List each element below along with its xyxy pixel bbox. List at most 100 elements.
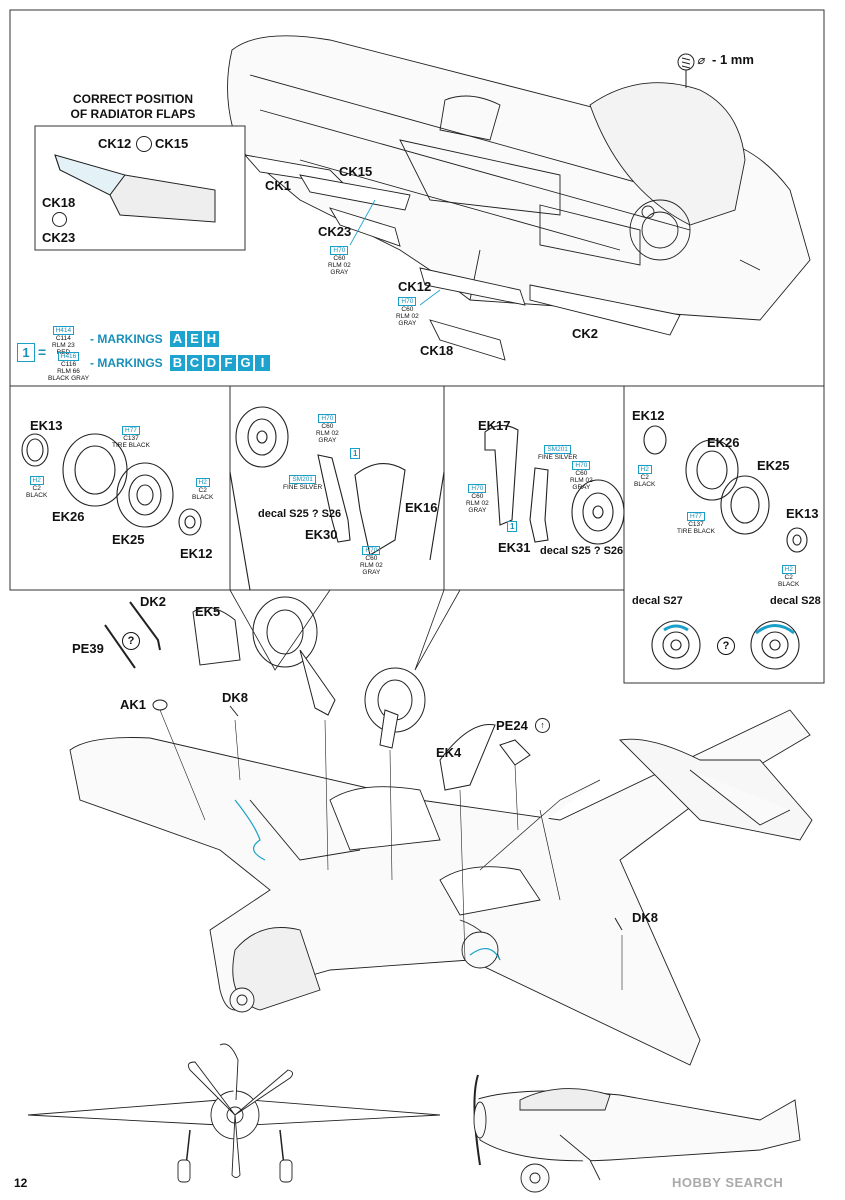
inset-label-ck15: CK15 [155,136,189,151]
paint-code: H70 [468,484,487,493]
decal-s28: decal S28 [770,595,821,607]
right-wheel-panel-frame [623,385,825,684]
blue-guide-lines [234,799,501,961]
leg-r-paint-number: 1 [507,521,518,532]
paint-line3: GRAY [572,484,591,491]
paint-callout-top-b: H70 C60 RLM 02 GRAY [396,297,419,327]
paint-code: H414 [52,326,75,335]
right-wheel-parts [643,425,808,670]
inset-label-ck12: CK12 [98,136,132,151]
paint-line1: C60 [575,470,588,477]
cement-icon [136,136,152,152]
right-part-ek26: EK26 [707,435,740,450]
bottom-parts [104,596,623,931]
paint-code: H70 [362,546,381,555]
left-part-ek13: EK13 [30,418,63,433]
paint-code: H416 [57,352,80,361]
paint-line1: C60 [321,423,334,430]
question-icon-2: ? [122,632,140,650]
part-pe39: PE39 [72,641,104,656]
part-ak1: AK1 [120,697,147,712]
part-dk8-a: DK8 [222,690,249,705]
paint-line2: BLACK [26,492,48,499]
paint-code: H70 [330,246,349,255]
paint-callout-leg-r-h70a: H70 C60 RLM 02 GRAY [570,461,593,491]
front-view-aircraft [27,1043,441,1183]
paint-code: SM201 [289,475,316,484]
legend-row2-label: - MARKINGS [90,356,163,370]
paint-line2: TIRE BLACK [677,528,715,535]
paint-callout-leg-l-sm201: SM201 FINE SILVER [283,475,322,491]
legend-row1-label: - MARKINGS [90,332,163,346]
part-ek4: EK4 [436,745,462,760]
paint-code: H2 [29,476,44,485]
paint-code: H77 [687,512,705,521]
leg-r-decal: decal S25 ? S26 [540,545,624,557]
marking-letter: F [221,355,236,371]
radiator-title: CORRECT POSITION OF RADIATOR FLAPS [48,92,218,122]
part-ck15: CK15 [339,164,373,179]
paint-line3: GRAY [468,507,487,514]
right-part-ek12: EK12 [632,408,665,423]
part-ek17: EK17 [478,418,511,433]
part-ek16: EK16 [405,500,438,515]
paint-line1: FINE SILVER [283,484,323,491]
part-dk8-b: DK8 [632,910,659,925]
marking-letter: G [238,355,253,371]
marking-letter: B [170,355,185,371]
marking-letter: C [187,355,202,371]
cement-icon-2 [52,212,67,227]
page-number: 12 [14,1176,28,1190]
left-wheel-parts [21,433,202,536]
marking-letter: H [204,331,219,347]
top-radiator-flaps [243,154,681,361]
paint-line2: RLM 02 [360,562,383,569]
part-ek30: EK30 [305,527,338,542]
paint-callout-r-h2b: H2 C2 BLACK [778,565,799,588]
paint-callout-h2-a: H2 C2 BLACK [26,476,47,499]
paint-code: H70 [398,297,417,306]
top-paint-leaders [349,199,441,306]
paint-callout-leg-l-h70b: H70 C60 RLM 02 GRAY [360,546,383,576]
part-ek5: EK5 [195,604,221,619]
paint-callout-h77: H77 C137 TIRE BLACK [112,426,150,449]
right-leg-parts [484,424,625,545]
callout-lines [159,589,623,990]
paint-line2: RLM 23 [52,342,75,349]
paint-line2: RLM 02 [328,262,351,269]
paint-callout-top-a: H70 C60 RLM 02 GRAY [328,246,351,276]
part-ek31: EK31 [498,540,531,555]
question-icon: ? [717,637,735,655]
paint-line2: BLACK [778,581,800,588]
paint-line3: BLACK GRAY [48,375,90,382]
diameter-icon: ⌀ [697,53,705,67]
paint-line2: RLM 66 [57,368,80,375]
part-ck23: CK23 [318,224,352,239]
part-dk2: DK2 [140,594,167,609]
paint-line3: GRAY [318,437,337,444]
paint-line2: BLACK [192,494,214,501]
paint-line2: RLM 02 [396,313,419,320]
paint-line1: C2 [198,487,207,494]
drill-symbol [677,53,695,88]
radiator-title-line1: CORRECT POSITION [72,92,193,106]
paint-code: H70 [318,414,337,423]
paint-line1: C2 [784,574,793,581]
top-wing-drawing [227,35,811,321]
part-pe24: PE24 [496,718,528,733]
paint-line2: RLM 02 [466,500,489,507]
right-part-ek13: EK13 [786,506,819,521]
left-part-ek26: EK26 [52,509,85,524]
paint-line1: C114 [55,335,71,342]
paint-line1: C60 [401,306,414,313]
paint-line1: FINE SILVER [538,454,578,461]
marking-letter: D [204,355,219,371]
paint-line2: RLM 02 [570,477,593,484]
paint-line2: RLM 02 [316,430,339,437]
paint-line1: C137 [123,435,139,442]
marking-letter: A [170,331,185,347]
inset-label-ck18: CK18 [42,195,76,210]
